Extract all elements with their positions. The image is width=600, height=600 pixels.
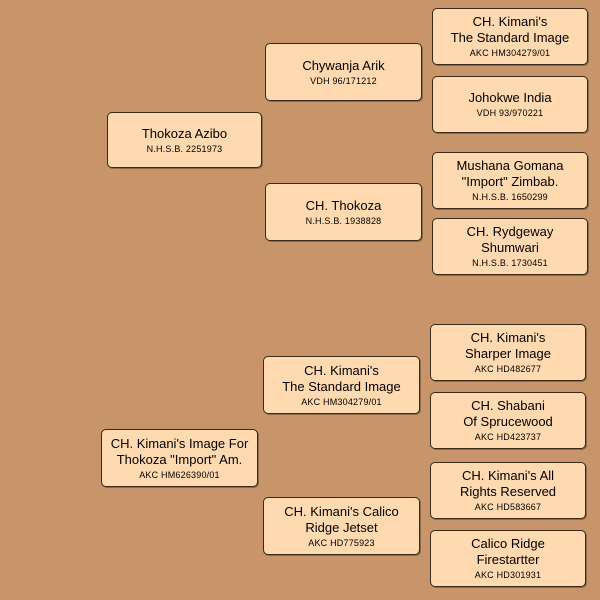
registration-number: AKC HD423737 [474,432,542,442]
pedigree-box-dam-dam-sire: CH. Kimani's All Rights Reserved AKC HD5… [430,462,586,519]
pedigree-box-sire-sire-sire: CH. Kimani's The Standard Image AKC HM30… [432,8,588,65]
registration-number: AKC HD301931 [474,570,542,580]
registration-number: VDH 96/171212 [310,75,377,86]
pedigree-box-sire-sire: Chywanja Arik VDH 96/171212 [265,43,422,101]
dog-name: CH. Kimani's Image For Thokoza "Import" … [110,435,249,467]
pedigree-box-sire: Thokoza Azibo N.H.S.B. 2251973 [107,112,262,168]
pedigree-box-dam-sire: CH. Kimani's The Standard Image AKC HM30… [263,356,420,414]
registration-number: N.H.S.B. 1938828 [305,215,382,226]
registration-number: AKC HD583667 [474,502,542,512]
dog-name: Chywanja Arik [302,57,385,73]
dog-name: Mushana Gomana "Import" Zimbab. [456,158,564,189]
registration-number: AKC HM304279/01 [469,48,551,58]
pedigree-box-dam-dam: CH. Kimani's Calico Ridge Jetset AKC HD7… [263,497,420,555]
registration-number: N.H.S.B. 1650299 [472,192,548,202]
pedigree-box-dam-sire-dam: CH. Shabani Of Sprucewood AKC HD423737 [430,392,586,449]
pedigree-box-dam-sire-sire: CH. Kimani's Sharper Image AKC HD482677 [430,324,586,381]
dog-name: Johokwe India [468,90,552,105]
dog-name: CH. Kimani's Sharper Image [465,330,551,361]
dog-name: CH. Shabani Of Sprucewood [463,398,553,429]
registration-number: AKC HD775923 [308,537,375,548]
pedigree-box-dam: CH. Kimani's Image For Thokoza "Import" … [101,429,258,487]
dog-name: Calico Ridge Firestartter [471,536,545,567]
pedigree-box-sire-sire-dam: Johokwe India VDH 93/970221 [432,76,588,133]
dog-name: CH. Kimani's The Standard Image [450,14,570,45]
dog-name: Thokoza Azibo [141,125,228,141]
registration-number: N.H.S.B. 2251973 [146,143,223,154]
pedigree-box-sire-dam-dam: CH. Rydgeway Shumwari N.H.S.B. 1730451 [432,218,588,275]
pedigree-box-sire-dam-sire: Mushana Gomana "Import" Zimbab. N.H.S.B.… [432,152,588,209]
dog-name: CH. Thokoza [305,197,382,213]
dog-name: CH. Kimani's Calico Ridge Jetset [284,503,399,535]
registration-number: AKC HM626390/01 [139,469,220,480]
dog-name: CH. Rydgeway Shumwari [466,224,554,255]
pedigree-box-sire-dam: CH. Thokoza N.H.S.B. 1938828 [265,183,422,241]
registration-number: AKC HM304279/01 [301,396,382,407]
registration-number: VDH 93/970221 [476,108,544,118]
pedigree-box-dam-dam-dam: Calico Ridge Firestartter AKC HD301931 [430,530,586,587]
registration-number: AKC HD482677 [474,364,542,374]
dog-name: CH. Kimani's All Rights Reserved [459,468,557,499]
dog-name: CH. Kimani's The Standard Image [282,362,401,394]
registration-number: N.H.S.B. 1730451 [472,258,548,268]
